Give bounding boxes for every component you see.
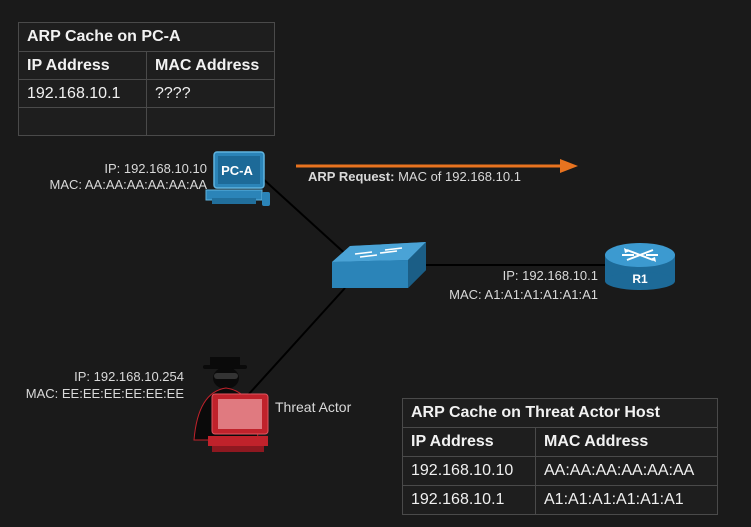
arp-request-bold: ARP Request:: [308, 169, 395, 184]
router-icon: [605, 243, 675, 290]
column-header-mac: MAC Address: [146, 51, 275, 80]
pc-a-label: PC-A: [221, 163, 253, 178]
threat-mac: MAC: EE:EE:EE:EE:EE:EE: [25, 386, 184, 401]
pc-a-ip: IP: 192.168.10.10: [104, 161, 207, 176]
r1-ip: IP: 192.168.10.1: [502, 268, 598, 283]
table-title: ARP Cache on Threat Actor Host: [402, 398, 718, 428]
cell-mac: A1:A1:A1:A1:A1:A1: [535, 485, 718, 515]
table-row: 192.168.10.10 AA:AA:AA:AA:AA:AA: [402, 456, 718, 486]
arp-request-text: MAC of 192.168.10.1: [394, 169, 521, 184]
r1-label: R1: [632, 272, 648, 286]
threat-actor-icon: [193, 357, 269, 452]
column-header-ip: IP Address: [18, 51, 147, 80]
arp-cache-table-pc-a: ARP Cache on PC-A IP Address MAC Address…: [18, 22, 275, 136]
threat-actor-label: Threat Actor: [275, 399, 352, 415]
r1-mac: MAC: A1:A1:A1:A1:A1:A1: [449, 287, 598, 302]
cell-ip: 192.168.10.10: [402, 456, 536, 486]
table-row: 192.168.10.1 A1:A1:A1:A1:A1:A1: [402, 485, 718, 515]
cell-mac: AA:AA:AA:AA:AA:AA: [535, 456, 718, 486]
cell-ip: [18, 107, 147, 136]
column-header-mac: MAC Address: [535, 427, 718, 457]
arp-cache-table-threat-actor: ARP Cache on Threat Actor Host IP Addres…: [402, 398, 718, 515]
switch-icon: [332, 242, 426, 288]
pc-icon: [205, 151, 270, 206]
arp-request-arrow: [296, 159, 578, 173]
table-title: ARP Cache on PC-A: [18, 22, 275, 52]
arp-request-label: ARP Request: MAC of 192.168.10.1: [308, 169, 521, 184]
link-pca-switch: [261, 177, 351, 259]
cell-mac: ????: [146, 79, 275, 108]
pc-a-mac: MAC: AA:AA:AA:AA:AA:AA: [49, 177, 207, 192]
threat-ip: IP: 192.168.10.254: [74, 369, 184, 384]
cell-ip: 192.168.10.1: [402, 485, 536, 515]
column-header-ip: IP Address: [402, 427, 536, 457]
table-row: [18, 107, 275, 136]
link-switch-threat: [247, 287, 346, 396]
cell-mac: [146, 107, 275, 136]
